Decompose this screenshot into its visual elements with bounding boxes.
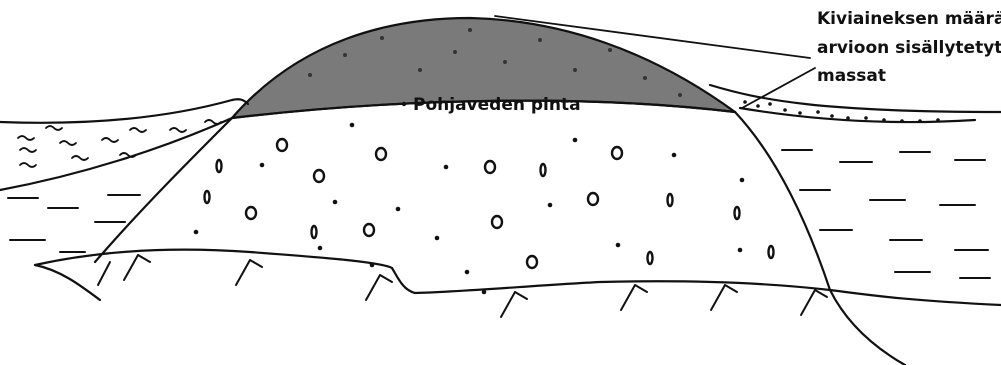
gravel-dot (453, 50, 457, 54)
pebble (492, 216, 502, 228)
pebble (314, 170, 324, 182)
clay-symbol (60, 141, 76, 145)
gravel-dot (418, 68, 422, 72)
sand-dot (846, 116, 850, 120)
pebble (735, 207, 740, 219)
gravel-dot (548, 203, 553, 208)
clay-symbol (102, 138, 118, 142)
gravel-dot (482, 290, 487, 295)
gravel-dot (194, 230, 199, 235)
bedrock-symbol (98, 262, 110, 285)
gravel-dot (435, 236, 440, 241)
gravel-dot (308, 73, 312, 77)
clay-symbol (20, 148, 36, 152)
sand-dot (936, 118, 940, 122)
pebble (277, 139, 287, 151)
pebble (205, 191, 210, 203)
right-ground-surface (710, 85, 1001, 112)
gravel-dot (260, 163, 265, 168)
bedrock-symbol (501, 292, 527, 317)
bedrock-surface-line (35, 250, 1001, 305)
gravel-dot (350, 123, 355, 128)
clay-symbol (46, 126, 62, 130)
label-estimate-line1: Kiviaineksen määrä- (817, 9, 1001, 29)
gravel-dot (672, 153, 677, 158)
pebble (485, 161, 495, 173)
clay-symbol (170, 128, 186, 132)
gravel-dot (370, 263, 375, 268)
pebble (769, 246, 774, 258)
gravel-dot (468, 28, 472, 32)
bedrock-symbol (711, 285, 737, 310)
pebble (217, 160, 222, 172)
groundwater-marker-dot (402, 102, 406, 106)
pebble (588, 193, 598, 205)
bedrock-symbol (621, 285, 647, 310)
gravel-dot (738, 248, 743, 253)
pebble (648, 252, 653, 264)
bedrock-symbol (236, 260, 262, 285)
esker-left-flank (95, 118, 232, 262)
sand-dot (756, 104, 760, 108)
sand-dot (918, 119, 922, 123)
pebble (246, 207, 256, 219)
gravel-dot (503, 60, 507, 64)
gravel-dot (573, 138, 578, 143)
gravel-dot (343, 53, 347, 57)
pebble (376, 148, 386, 160)
sand-dot (864, 116, 868, 120)
gravel-dot (608, 48, 612, 52)
gravel-dot (538, 38, 542, 42)
pebble (541, 164, 546, 176)
gravel-dot (333, 200, 338, 205)
gravel-dot (380, 36, 384, 40)
esker-right-flank (735, 112, 905, 365)
clay-symbol (205, 120, 221, 124)
pebble (612, 147, 622, 159)
gravel-dot (643, 76, 647, 80)
clay-symbol (20, 163, 36, 167)
gravel-dot (465, 270, 470, 275)
clay-symbol (130, 128, 146, 132)
sand-dot (816, 110, 820, 114)
clay-symbol (18, 136, 34, 140)
sand-dot (768, 102, 772, 106)
sand-dot (783, 108, 787, 112)
gravel-dot (318, 246, 323, 251)
pebble (527, 256, 537, 268)
bedrock-symbol (801, 290, 827, 315)
clay-symbol (72, 156, 88, 160)
bedrock-symbol (124, 255, 150, 280)
label-groundwater: Pohjaveden pinta (413, 95, 581, 115)
pebble (312, 226, 317, 238)
gravel-dot (616, 243, 621, 248)
leader-line-lower (742, 68, 815, 108)
left-ground-surface (0, 99, 248, 123)
gravel-dot (573, 68, 577, 72)
pebble (364, 224, 374, 236)
sand-dot (830, 114, 834, 118)
gravel-dot (740, 178, 745, 183)
bedrock-symbol (366, 275, 392, 300)
pebble (668, 194, 673, 206)
sand-dot (882, 118, 886, 122)
gravel-dot (396, 207, 401, 212)
gravel-dot (678, 93, 682, 97)
sand-dot (900, 119, 904, 123)
sand-dot (798, 111, 802, 115)
gravel-dot (444, 165, 449, 170)
label-estimate-line3: massat (817, 66, 886, 86)
sand-dot (743, 100, 747, 104)
label-estimate-line2: arvioon sisällytetyt (817, 38, 1001, 58)
bedrock-left-edge (35, 265, 100, 300)
